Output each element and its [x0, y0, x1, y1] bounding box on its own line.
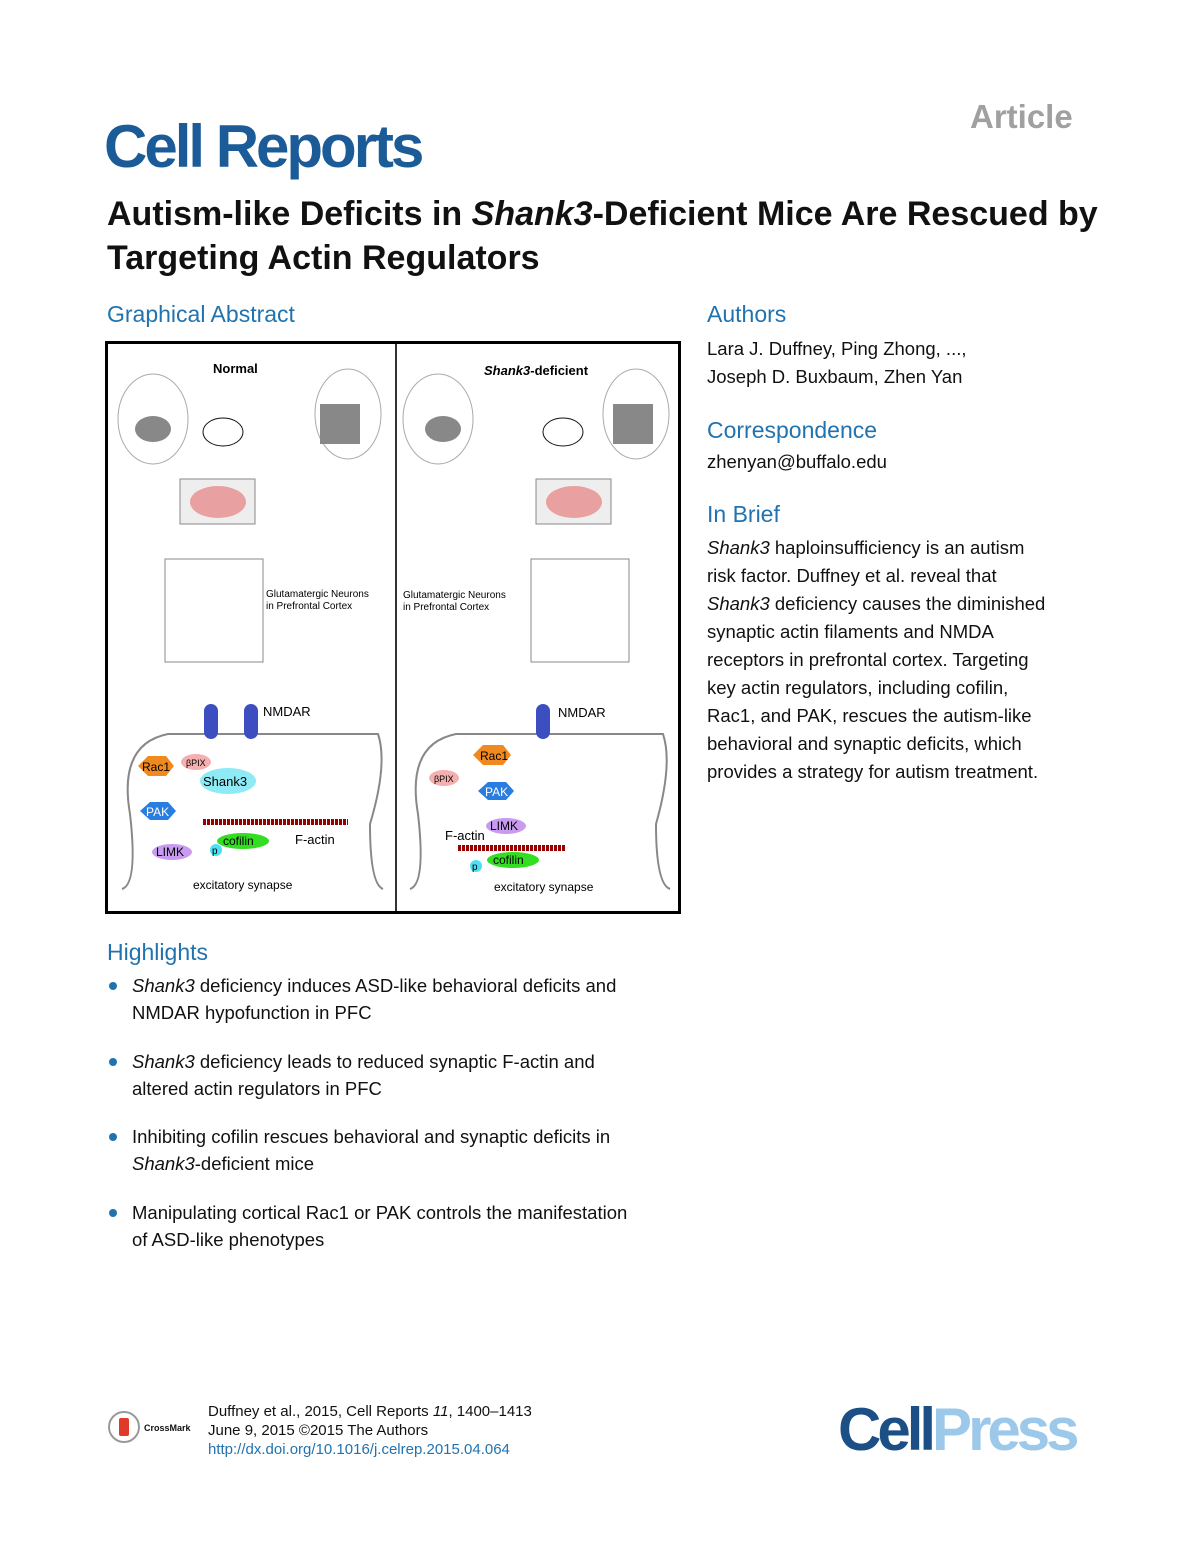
neuron-box	[530, 558, 630, 663]
in-brief-line: receptors in prefrontal cortex. Targetin…	[707, 649, 1029, 670]
doi-link[interactable]: http://dx.doi.org/10.1016/j.celrep.2015.…	[208, 1441, 510, 1458]
neurons-label: in Prefrontal Cortex	[266, 601, 352, 612]
crossmark-icon[interactable]	[108, 1411, 140, 1443]
highlight-item: Shank3 deficiency induces ASD-like behav…	[107, 972, 712, 1026]
in-brief-heading: In Brief	[707, 501, 780, 527]
bullet-icon	[109, 982, 117, 990]
synapse-label: excitatory synapse	[193, 878, 293, 892]
pak-label: PAK	[146, 805, 169, 819]
cage-icon	[402, 373, 474, 465]
bullet-icon	[109, 1058, 117, 1066]
limk-label: LIMK	[490, 819, 518, 833]
paper-title: Autism-like Deficits in Shank3-Deficient…	[107, 192, 1107, 280]
publication-date: June 9, 2015 ©2015 The Authors	[208, 1422, 429, 1439]
correspondence-email[interactable]: zhenyan@buffalo.edu	[707, 451, 887, 472]
in-brief-line: provides a strategy for autism treatment…	[707, 761, 1039, 782]
right-panel: Shank3-deficient Glutamatergic Neurons i…	[402, 363, 671, 894]
object-cube-icon	[613, 404, 653, 444]
in-brief-line: Shank3 haploinsufficiency is an autism	[707, 537, 1025, 558]
nmdar-label: NMDAR	[558, 705, 606, 720]
cage-icon	[602, 368, 670, 460]
authors-list: Lara J. Duffney, Ping Zhong, ..., Joseph…	[707, 335, 967, 391]
graphical-abstract-heading: Graphical Abstract	[107, 301, 295, 327]
left-panel: Normal Glutamatergic Neurons in Prefront…	[117, 361, 384, 892]
highlight-item: Shank3 deficiency leads to reduced synap…	[107, 1048, 712, 1102]
pak-label: PAK	[485, 785, 508, 799]
rac1-label: Rac1	[480, 749, 508, 763]
cofilin-label: cofilin	[493, 853, 524, 867]
citation: Duffney et al., 2015, Cell Reports 11, 1…	[208, 1403, 532, 1420]
nmdar-label: NMDAR	[263, 704, 311, 719]
pix-label: βPIX	[186, 758, 206, 768]
object-cube-icon	[320, 404, 360, 444]
synapse-outline	[121, 733, 384, 890]
authors-line: Lara J. Duffney, Ping Zhong, ...,	[707, 338, 967, 359]
citation-block: Duffney et al., 2015, Cell Reports 11, 1…	[208, 1402, 532, 1459]
article-type: Article	[970, 98, 1073, 135]
crossmark-label[interactable]: CrossMark	[144, 1423, 191, 1433]
bullet-icon	[109, 1209, 117, 1217]
neuron-box	[164, 558, 264, 663]
title-gene: Shank3	[471, 195, 593, 233]
mouse-icon	[542, 417, 584, 447]
mouse-icon	[135, 416, 171, 442]
correspondence-heading: Correspondence	[707, 417, 878, 443]
authors-heading: Authors	[707, 301, 787, 327]
in-brief-line: key actin regulators, including cofilin,	[707, 677, 1009, 698]
cage-icon	[117, 373, 189, 465]
neurons-label: Glutamatergic Neurons	[266, 589, 369, 600]
p-label: p	[212, 846, 218, 857]
highlight-item: Manipulating cortical Rac1 or PAK contro…	[107, 1199, 712, 1253]
label-normal: Normal	[213, 361, 258, 376]
limk-label: LIMK	[156, 845, 184, 859]
highlight-item: Inhibiting cofilin rescues behavioral an…	[107, 1123, 712, 1177]
neurons-label: Glutamatergic Neurons	[403, 590, 506, 601]
shank3-label: Shank3	[203, 774, 247, 789]
title-part: Autism-like Deficits in	[107, 195, 472, 233]
label-shank3-deficient: Shank3-deficient	[484, 363, 589, 378]
in-brief-line: Shank3 deficiency causes the diminished	[707, 593, 1046, 614]
pix-label: βPIX	[434, 774, 454, 784]
in-brief-text: Shank3 haploinsufficiency is an autism r…	[707, 534, 1097, 786]
graphical-abstract-figure: Normal Glutamatergic Neurons in Prefront…	[117, 344, 671, 911]
f-actin-label: F-actin	[295, 832, 335, 847]
in-brief-line: risk factor. Duffney et al. reveal that	[707, 565, 997, 586]
title-part: -Deficient Mice Are Rescued by Targeting…	[107, 195, 1098, 277]
cellpress-logo: CellPress	[838, 1396, 1080, 1463]
synapse-label: excitatory synapse	[494, 880, 594, 894]
mouse-icon	[425, 416, 461, 442]
neurons-label: in Prefrontal Cortex	[403, 602, 489, 613]
f-actin-label: F-actin	[445, 828, 485, 843]
synapse-outline	[409, 733, 671, 890]
mouse-icon	[202, 417, 244, 447]
bullet-icon	[109, 1133, 117, 1141]
highlights-heading: Highlights	[107, 939, 208, 965]
in-brief-line: synaptic actin filaments and NMDA	[707, 621, 994, 642]
in-brief-line: behavioral and synaptic deficits, which	[707, 733, 1022, 754]
in-brief-line: Rac1, and PAK, rescues the autism-like	[707, 705, 1032, 726]
p-label: p	[472, 862, 478, 873]
brain-icon	[546, 486, 602, 518]
graphical-abstract: Normal Glutamatergic Neurons in Prefront…	[105, 341, 681, 914]
journal-logo: Cell Reports	[104, 113, 424, 180]
cofilin-label: cofilin	[223, 834, 254, 848]
brain-icon	[190, 486, 246, 518]
rac1-label: Rac1	[142, 760, 170, 774]
cage-icon	[314, 368, 382, 460]
authors-line: Joseph D. Buxbaum, Zhen Yan	[707, 366, 963, 387]
